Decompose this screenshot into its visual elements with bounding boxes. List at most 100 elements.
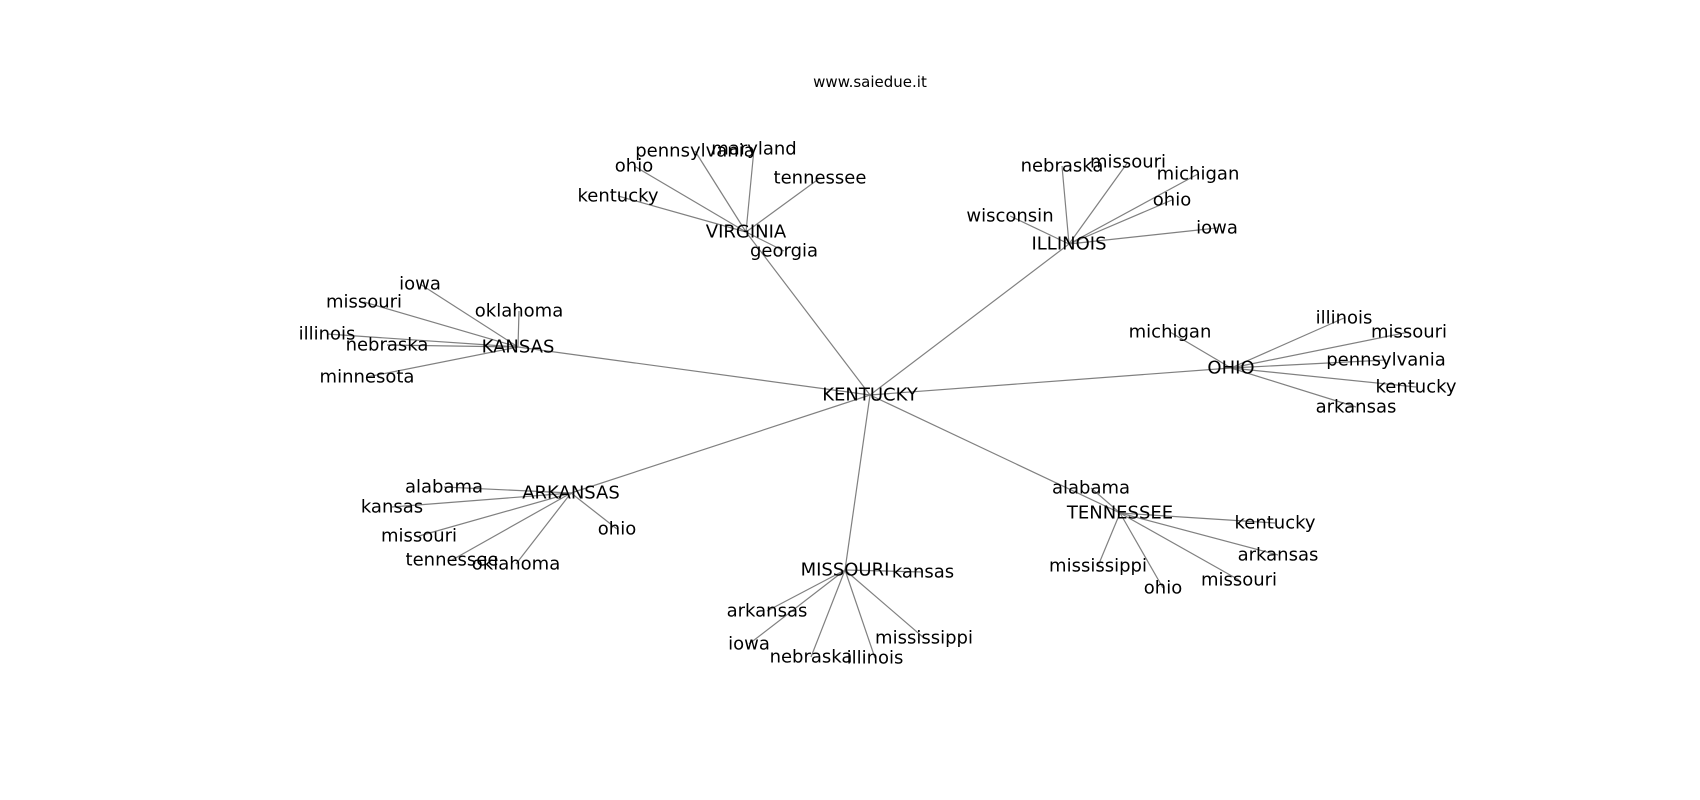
leaf-node-ohio-kentucky: kentucky: [1375, 377, 1456, 398]
edge-missouri-arkansas: [766, 569, 846, 612]
leaf-node-illinois-michigan: michigan: [1157, 164, 1240, 185]
edge-arkansas-ohio: [570, 492, 618, 530]
edge-missouri-illinois: [844, 569, 876, 659]
edge-center-virginia: [745, 231, 871, 396]
edge-missouri-mississippi: [844, 569, 925, 639]
leaf-node-arkansas-ohio: ohio: [598, 519, 636, 540]
edge-tennessee-alabama: [1090, 487, 1121, 514]
leaf-node-kansas-minnesota: minnesota: [320, 367, 415, 388]
edge-arkansas-missouri: [418, 492, 572, 537]
edge-kansas-iowa: [419, 283, 519, 348]
edge-kansas-missouri: [363, 301, 519, 348]
leaf-node-ohio-illinois: illinois: [1316, 308, 1373, 329]
leaf-node-illinois-iowa: iowa: [1196, 218, 1238, 239]
leaf-node-missouri-iowa: iowa: [728, 634, 770, 655]
edge-virginia-kentucky: [617, 195, 747, 233]
leaf-node-arkansas-alabama: alabama: [405, 477, 483, 498]
edge-virginia-ohio: [633, 165, 747, 233]
leaf-node-virginia-kentucky: kentucky: [577, 186, 658, 207]
edge-arkansas-alabama: [443, 486, 572, 494]
leaf-node-arkansas-tennessee: tennessee: [406, 550, 499, 571]
edge-illinois-iowa: [1068, 227, 1218, 245]
edges-layer: [326, 148, 1417, 659]
leaf-node-virginia-maryland: maryland: [711, 139, 796, 160]
leaf-node-tennessee-ohio: ohio: [1144, 578, 1182, 599]
edge-center-illinois: [869, 243, 1070, 396]
leaf-node-illinois-wisconsin: wisconsin: [966, 206, 1053, 227]
edge-arkansas-oklahoma: [515, 492, 572, 565]
edge-illinois-wisconsin: [1009, 215, 1070, 245]
edge-ohio-pennsylvania: [1230, 359, 1387, 369]
leaf-node-virginia-ohio: ohio: [615, 156, 653, 177]
edge-virginia-maryland: [745, 148, 755, 233]
edge-kansas-oklahoma: [517, 310, 520, 348]
edge-illinois-ohio: [1068, 199, 1173, 245]
leaf-node-virginia-georgia: georgia: [750, 241, 818, 262]
leaf-node-ohio-pennsylvania: pennsylvania: [1326, 350, 1445, 371]
leaf-node-kansas-illinois: illinois: [299, 324, 356, 345]
leaf-node-missouri-nebraska: nebraska: [770, 647, 853, 668]
edge-center-ohio: [869, 367, 1232, 396]
edge-ohio-kentucky: [1230, 367, 1417, 388]
edge-illinois-michigan: [1068, 173, 1199, 245]
edge-kansas-nebraska: [386, 344, 519, 348]
leaf-node-tennessee-missouri: missouri: [1201, 570, 1277, 591]
edge-tennessee-kentucky: [1119, 512, 1276, 524]
edge-tennessee-mississippi: [1097, 512, 1121, 567]
hub-node-kansas: KANSAS: [482, 337, 555, 358]
leaf-node-kansas-iowa: iowa: [399, 274, 441, 295]
edge-virginia-georgia: [745, 231, 785, 252]
edge-kansas-illinois: [326, 333, 519, 348]
edge-center-kansas: [517, 346, 871, 396]
leaf-node-kansas-oklahoma: oklahoma: [475, 301, 563, 322]
leaf-node-ohio-michigan: michigan: [1129, 322, 1212, 343]
leaf-node-ohio-missouri: missouri: [1371, 322, 1447, 343]
edge-kansas-minnesota: [366, 346, 519, 378]
leaf-node-illinois-missouri: missouri: [1090, 152, 1166, 173]
edge-ohio-michigan: [1169, 331, 1232, 369]
leaf-node-kansas-nebraska: nebraska: [346, 335, 429, 356]
leaf-node-missouri-kansas: kansas: [892, 562, 954, 583]
leaf-node-tennessee-alabama: alabama: [1052, 478, 1130, 499]
edge-missouri-kansas: [844, 569, 924, 573]
edge-center-missouri: [844, 394, 871, 571]
edge-tennessee-missouri: [1119, 512, 1240, 581]
edge-center-arkansas: [570, 394, 871, 494]
site-title: www.saiedue.it: [813, 73, 927, 91]
leaf-node-illinois-nebraska: nebraska: [1021, 156, 1104, 177]
leaf-node-arkansas-kansas: kansas: [361, 497, 423, 518]
edge-ohio-missouri: [1230, 331, 1410, 369]
leaf-node-kansas-missouri: missouri: [326, 292, 402, 313]
leaf-node-arkansas-missouri: missouri: [381, 526, 457, 547]
edge-virginia-tennessee: [745, 177, 821, 233]
edge-tennessee-arkansas: [1119, 512, 1279, 556]
center-node-label: KENTUCKY: [822, 385, 919, 406]
leaf-node-tennessee-arkansas: arkansas: [1238, 545, 1319, 566]
hub-node-missouri: MISSOURI: [801, 560, 890, 581]
leaf-node-missouri-arkansas: arkansas: [727, 601, 808, 622]
hub-node-virginia: VIRGINIA: [706, 222, 787, 243]
hub-node-ohio: OHIO: [1207, 358, 1254, 379]
edge-arkansas-kansas: [391, 492, 572, 508]
labels-layer: KENTUCKYVIRGINIApennsylvaniamarylandohio…: [299, 139, 1457, 669]
leaf-node-tennessee-mississippi: mississippi: [1049, 556, 1147, 577]
edge-tennessee-ohio: [1119, 512, 1164, 589]
leaf-node-tennessee-kentucky: kentucky: [1234, 513, 1315, 534]
edge-virginia-pennsylvania: [694, 150, 747, 233]
hub-node-tennessee: TENNESSEE: [1066, 503, 1173, 524]
edge-ohio-arkansas: [1230, 367, 1357, 408]
edge-illinois-nebraska: [1061, 165, 1070, 245]
hub-node-arkansas: ARKANSAS: [522, 483, 620, 504]
edge-missouri-iowa: [748, 569, 846, 645]
leaf-node-virginia-pennsylvania: pennsylvania: [635, 141, 754, 162]
leaf-node-illinois-ohio: ohio: [1153, 190, 1191, 211]
leaf-node-arkansas-oklahoma: oklahoma: [472, 554, 560, 575]
leaf-node-ohio-arkansas: arkansas: [1316, 397, 1397, 418]
leaf-node-missouri-mississippi: mississippi: [875, 628, 973, 649]
leaf-node-missouri-illinois: illinois: [847, 648, 904, 669]
hub-node-illinois: ILLINOIS: [1031, 234, 1106, 255]
edge-missouri-nebraska: [810, 569, 846, 658]
edge-ohio-illinois: [1230, 317, 1345, 369]
edge-arkansas-tennessee: [451, 492, 572, 561]
